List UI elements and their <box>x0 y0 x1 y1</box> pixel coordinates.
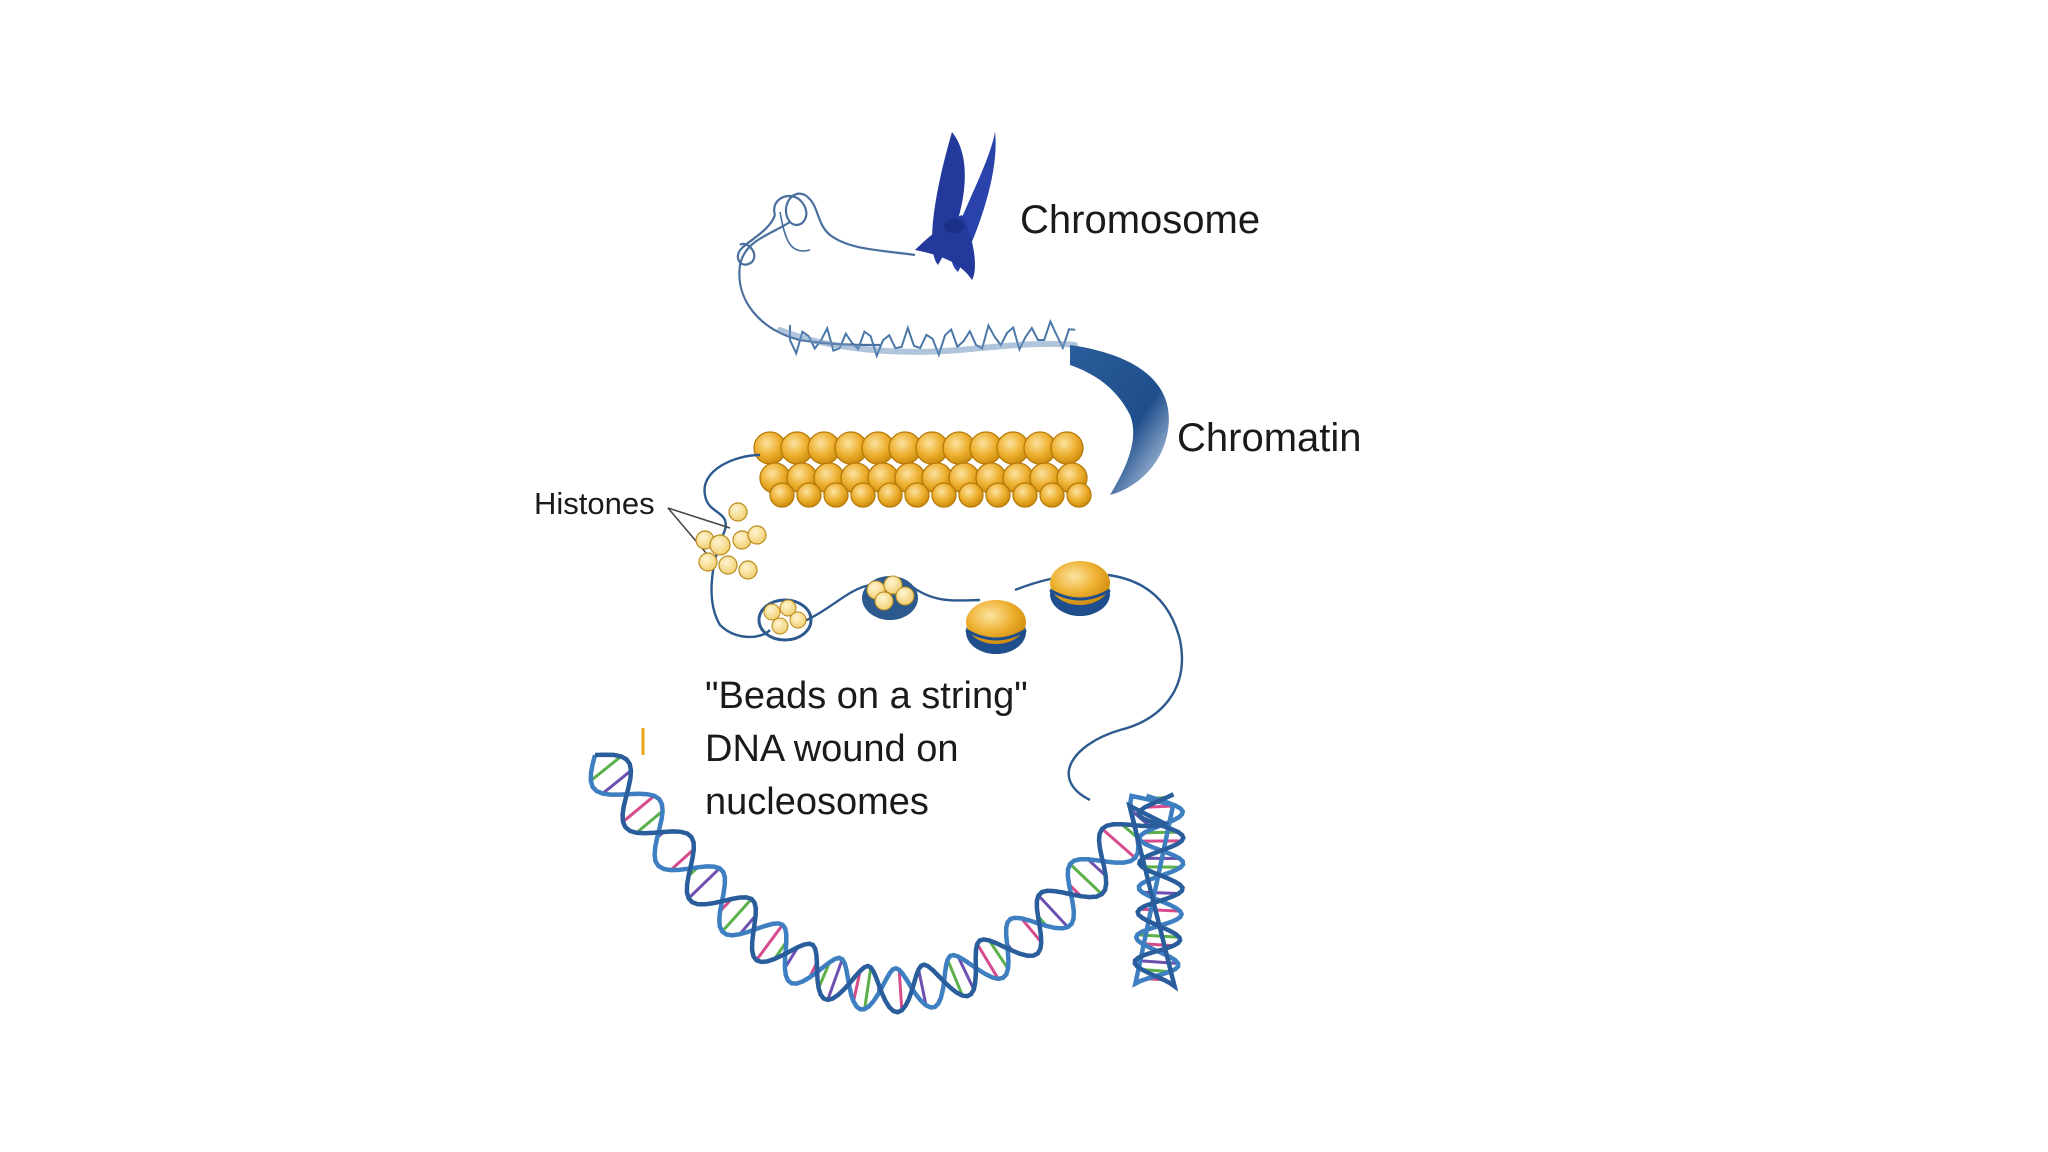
chromatin-bead <box>958 482 984 508</box>
base-pair <box>589 755 622 782</box>
base-pair <box>897 969 904 1011</box>
chromatin-bead <box>1012 482 1038 508</box>
base-pair <box>721 897 753 933</box>
base-pair <box>1086 858 1107 877</box>
chromatin-bead <box>850 482 876 508</box>
chromatin-bead <box>1066 482 1092 508</box>
base-pair <box>1139 907 1181 913</box>
base-pair <box>1053 890 1075 913</box>
base-pair <box>755 923 784 962</box>
nucleosome-label-line-3: nucleosomes <box>705 781 929 823</box>
chromatin-bead <box>796 482 822 508</box>
nucleosome-3 <box>965 600 1027 654</box>
nucleosome-label: "Beads on a string" DNA wound on nucleos… <box>705 670 1028 829</box>
chromosome-label: Chromosome <box>1020 198 1261 242</box>
nucleosome-4 <box>1049 561 1111 616</box>
base-pair <box>826 958 844 1001</box>
base-pair <box>1037 894 1069 929</box>
chromatin-bead <box>823 482 849 508</box>
base-pair <box>852 970 862 1002</box>
base-pair <box>956 955 976 991</box>
base-pair <box>704 883 726 906</box>
base-pair <box>1142 890 1179 895</box>
chromatin-fiber <box>753 431 1092 508</box>
histones-label: Histones <box>534 486 655 521</box>
base-pair <box>1144 830 1179 835</box>
dna-strand-loop <box>736 192 916 347</box>
base-pair <box>926 965 940 1004</box>
chromatin-bead <box>877 482 903 508</box>
base-pair <box>1069 862 1103 896</box>
chromatin-label: Chromatin <box>1177 416 1362 460</box>
nucleosome-2 <box>862 575 918 620</box>
chromatin-bead <box>904 482 930 508</box>
nucleosome-label-line-2: DNA wound on <box>705 728 959 770</box>
base-pair <box>601 769 632 795</box>
base-pair <box>975 943 1000 980</box>
base-pair <box>790 944 815 985</box>
solenoid-fiber <box>777 318 1078 359</box>
helix-backbone-b <box>594 752 1186 1015</box>
base-pair <box>917 969 928 1006</box>
base-pair <box>1006 921 1035 957</box>
chromatin-bead <box>1039 482 1065 508</box>
base-pair <box>987 939 1010 970</box>
chromatin-bead <box>1050 431 1084 465</box>
base-pair <box>1020 917 1043 944</box>
base-pair <box>669 848 695 872</box>
base-pair <box>863 967 873 1010</box>
nucleosome-1 <box>757 598 813 642</box>
base-pair <box>622 794 656 823</box>
solenoid-band <box>777 327 1078 355</box>
base-pair <box>946 959 964 997</box>
histone-cluster <box>667 502 767 580</box>
chromatin-bead <box>769 482 795 508</box>
chromatin-ribbon <box>1070 345 1169 495</box>
chromosome-icon <box>915 132 996 280</box>
nucleosome-label-line-1: "Beads on a string" <box>705 675 1028 717</box>
base-pair <box>654 832 689 863</box>
base-pair <box>687 867 721 900</box>
base-pair <box>817 961 831 989</box>
base-pair <box>635 809 664 834</box>
chromatin-bead <box>985 482 1011 508</box>
base-pair <box>1101 827 1137 860</box>
chromatin-bead <box>931 482 957 508</box>
dna-double-helix <box>588 728 1186 1015</box>
